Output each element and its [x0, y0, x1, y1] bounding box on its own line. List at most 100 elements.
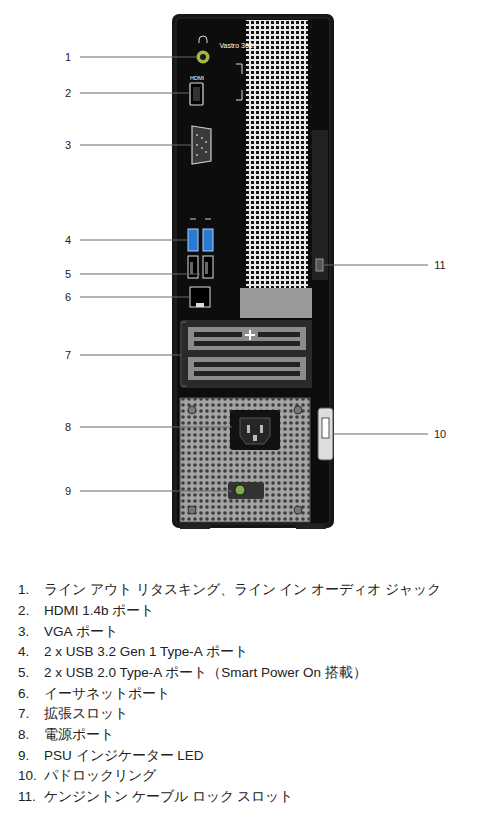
usb3-port — [188, 229, 198, 251]
power-pin — [253, 435, 257, 441]
leader-line — [80, 427, 232, 428]
list-number: 8. — [18, 728, 29, 743]
usb2-tongue — [190, 262, 193, 274]
list-text: ケンジントン ケーブル ロック スロット — [44, 790, 293, 805]
callout-number: 6 — [65, 291, 71, 303]
usb2-port — [203, 256, 213, 278]
slot-cover — [188, 357, 306, 380]
screw — [294, 506, 302, 514]
slot-vent — [194, 341, 300, 346]
grille — [246, 20, 308, 292]
leader-line — [80, 240, 188, 241]
slot-cover — [188, 327, 306, 350]
side-rail — [312, 130, 328, 280]
kensington-slot — [316, 259, 323, 271]
list-number: 2. — [18, 604, 29, 619]
leader-line — [322, 265, 428, 266]
power-pin — [247, 425, 250, 433]
callout-number: 10 — [434, 428, 446, 440]
callout-number: 3 — [65, 139, 71, 151]
vga-pin — [196, 134, 198, 136]
list-text: 2 x USB 2.0 Type-A ポート（Smart Power On 搭載… — [44, 666, 367, 681]
list-text: イーサネットポート — [44, 687, 170, 702]
callout-number: 11 — [434, 259, 445, 271]
slot-vent — [258, 332, 300, 337]
model-text: Vastro 3681 — [219, 42, 256, 50]
usb2-tongue — [205, 262, 208, 274]
list-text: 2 x USB 3.2 Gen 1 Type-A ポート — [44, 645, 248, 660]
list-text: PSU インジケーター LED — [44, 749, 204, 764]
screw — [294, 406, 302, 414]
list-text: パドロックリング — [44, 769, 156, 784]
list-text: HDMI 1.4b ポート — [44, 604, 154, 619]
vga-pin — [196, 154, 198, 156]
callout-number: 8 — [65, 421, 71, 433]
screw — [188, 406, 196, 414]
hdmi-inner — [193, 87, 200, 101]
list-number: 3. — [18, 625, 29, 640]
psu — [180, 398, 310, 522]
vga-pin — [201, 147, 203, 149]
leader-line — [80, 145, 192, 146]
callout-number: 9 — [65, 485, 71, 497]
ethernet-port — [190, 287, 210, 307]
chassis-inner — [176, 18, 330, 524]
audio-jack — [197, 51, 210, 64]
power-port — [230, 410, 280, 450]
leader-line — [333, 434, 428, 435]
list-text: 電源ポート — [44, 728, 114, 743]
slot-vent — [194, 362, 300, 367]
headset-icon — [199, 36, 207, 43]
list-text: 拡張スロット — [44, 707, 128, 722]
usb3-port — [203, 229, 213, 251]
slot-vent — [194, 332, 242, 337]
vga-pin — [196, 144, 198, 146]
list-text: VGA ポート — [44, 625, 118, 640]
metal-plate — [240, 288, 312, 318]
usb-icon — [190, 219, 211, 220]
callout-number: 7 — [65, 349, 71, 361]
power-pin — [260, 425, 263, 433]
foot — [180, 524, 210, 529]
port-text: HDMI — [190, 75, 204, 81]
padlock-hole — [322, 418, 329, 438]
padlock-ring — [318, 408, 333, 460]
vga-pin — [205, 141, 207, 143]
list-number: 4. — [18, 645, 29, 660]
leader-line — [80, 491, 232, 492]
screw — [188, 506, 196, 514]
slot-vent — [194, 371, 300, 376]
list-number: 7. — [18, 707, 29, 722]
list-number: 10. — [18, 769, 37, 784]
callout-number: 5 — [65, 268, 71, 280]
leader-line — [80, 355, 181, 356]
leader-line — [80, 93, 190, 94]
list-number: 9. — [18, 749, 29, 764]
callout-number: 1 — [65, 51, 71, 63]
chassis — [172, 14, 334, 528]
leaders — [80, 57, 428, 491]
callout-number: 4 — [65, 234, 71, 246]
leader-line — [80, 297, 190, 298]
list-number: 5. — [18, 666, 29, 681]
list-text: ライン アウト リタスキング、ライン イン オーディオ ジャック — [44, 583, 441, 598]
list-number: 1. — [18, 583, 29, 598]
list-number: 11. — [18, 790, 36, 805]
usb2-port — [188, 256, 198, 278]
led-plate — [228, 482, 264, 499]
expansion-area — [182, 320, 312, 388]
foot — [296, 524, 326, 529]
leader-line — [80, 274, 200, 275]
ethernet-tab — [196, 303, 204, 307]
power-socket — [240, 418, 270, 444]
hdmi-port — [190, 83, 203, 105]
vga-pin — [201, 137, 203, 139]
vga-pin — [205, 151, 207, 153]
panel-mark — [236, 64, 242, 100]
leader-line — [80, 57, 197, 58]
bracket — [181, 322, 186, 386]
list-number: 6. — [18, 687, 29, 702]
psu-led — [235, 485, 245, 495]
callout-number: 2 — [65, 87, 71, 99]
audio-jack-hole — [200, 54, 206, 60]
